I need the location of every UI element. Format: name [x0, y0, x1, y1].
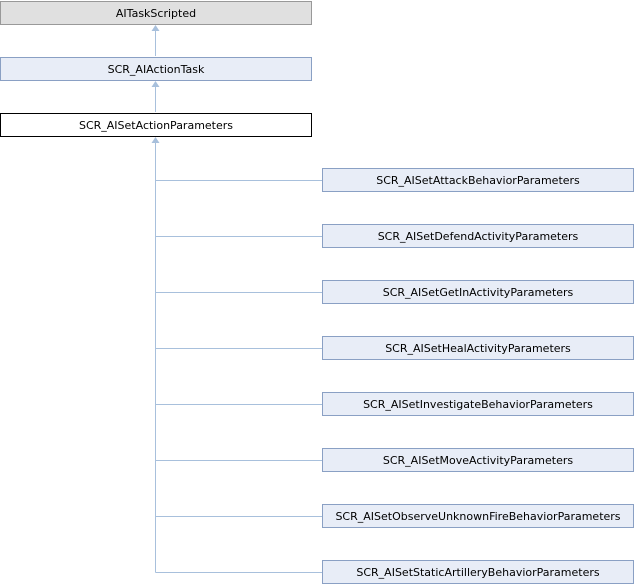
class-node-current[interactable]: SCR_AISetActionParameters [0, 113, 312, 137]
arrowhead [151, 81, 160, 87]
arrowhead [151, 25, 160, 31]
class-node-child[interactable]: SCR_AISetAttackBehaviorParameters [322, 168, 634, 192]
class-node-child[interactable]: SCR_AISetMoveActivityParameters [322, 448, 634, 472]
class-node-parent[interactable]: SCR_AIActionTask [0, 57, 312, 81]
class-node-child[interactable]: SCR_AISetObserveUnknownFireBehaviorParam… [322, 504, 634, 528]
class-node-child[interactable]: SCR_AISetDefendActivityParameters [322, 224, 634, 248]
class-node-child[interactable]: SCR_AISetStaticArtilleryBehaviorParamete… [322, 560, 634, 584]
arrowhead [151, 137, 160, 143]
class-node-child[interactable]: SCR_AISetGetInActivityParameters [322, 280, 634, 304]
class-node-base[interactable]: AITaskScripted [0, 1, 312, 25]
class-node-child[interactable]: SCR_AISetHealActivityParameters [322, 336, 634, 360]
class-node-child[interactable]: SCR_AISetInvestigateBehaviorParameters [322, 392, 634, 416]
